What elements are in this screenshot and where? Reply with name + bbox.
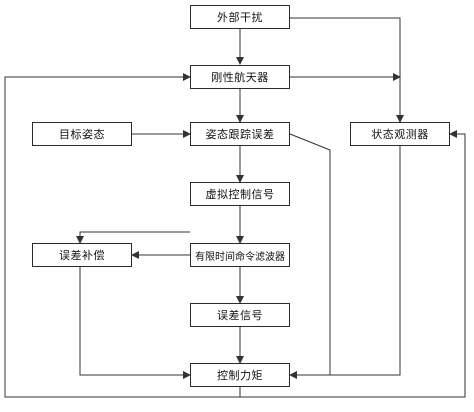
node-error-compensation: 误差补偿 (32, 243, 132, 267)
node-state-observer: 状态观测器 (350, 122, 450, 146)
arrow-tracking-error-to-torque (289, 133, 331, 379)
feedback-torque-to-spacecraft (4, 73, 241, 398)
node-attitude-tracking-error: 姿态跟踪误差 (190, 122, 290, 146)
arrow-disturbance-to-observer (290, 17, 404, 123)
node-finite-time-command-filter: 有限时间命令滤波器 (190, 243, 290, 267)
node-target-attitude: 目标姿态 (32, 122, 132, 146)
node-error-signal: 误差信号 (190, 303, 290, 327)
node-virtual-control-signal: 虚拟控制信号 (190, 182, 290, 206)
node-external-disturbance: 外部干扰 (190, 5, 290, 29)
arrow-virtual-signal-to-compensation (76, 231, 190, 244)
arrow-compensation-to-torque (79, 267, 191, 379)
node-rigid-spacecraft: 刚性航天器 (190, 65, 290, 89)
feedback-torque-to-observer (240, 130, 466, 398)
node-control-torque: 控制力矩 (190, 363, 290, 387)
arrow-observer-to-torque (292, 146, 401, 376)
